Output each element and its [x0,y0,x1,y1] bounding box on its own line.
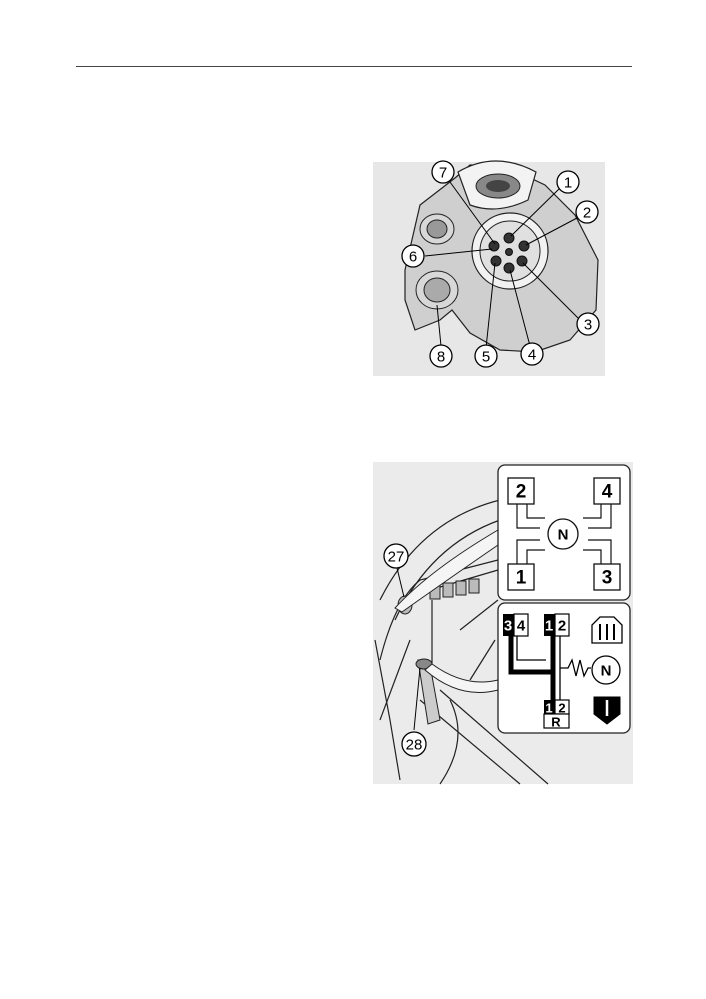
callout-1-label: 1 [564,175,572,192]
callout-2-label: 2 [583,205,591,222]
callout-8 [429,344,453,368]
callout-28-label: 28 [406,737,423,754]
callout-28 [401,731,427,757]
callout-8-label: 8 [437,349,445,366]
header-rule [76,66,632,67]
range-4-label: 4 [517,618,526,635]
callout-2 [575,200,599,224]
gear-4-label: 4 [602,482,613,503]
shift-pattern-inset: 2 4 1 3 N [497,464,631,601]
callout-6 [401,244,425,268]
range-3-label: 3 [504,618,512,635]
neutral-label: N [558,527,569,544]
gear-3-label: 3 [602,568,613,589]
range-pattern-inset: 3 4 1 2 1 2 R N [497,602,631,734]
range-low-1-label: 1 [545,701,552,716]
callout-1 [556,170,580,194]
callout-27-label: 27 [388,549,405,566]
gear-2-label: 2 [516,482,527,503]
callout-7 [431,160,455,184]
range-2-label: 2 [558,618,566,635]
range-neutral-label: N [601,663,612,680]
callout-4 [520,342,544,366]
high-range-icon [591,616,623,644]
callout-4-label: 4 [528,347,536,364]
callout-6-label: 6 [409,249,417,266]
callout-3 [576,312,600,336]
reverse-label: R [551,715,561,730]
low-range-icon [593,696,621,725]
callout-5-label: 5 [482,349,490,366]
range-low-2-label: 2 [558,701,565,716]
callout-7-label: 7 [439,165,447,182]
range-1-label: 1 [545,618,553,635]
callout-5 [474,344,498,368]
socket-figure: 1 2 3 4 5 6 7 8 [373,160,605,376]
gear-1-label: 1 [516,568,527,589]
callout-3-label: 3 [584,317,592,334]
callout-27 [383,543,409,569]
